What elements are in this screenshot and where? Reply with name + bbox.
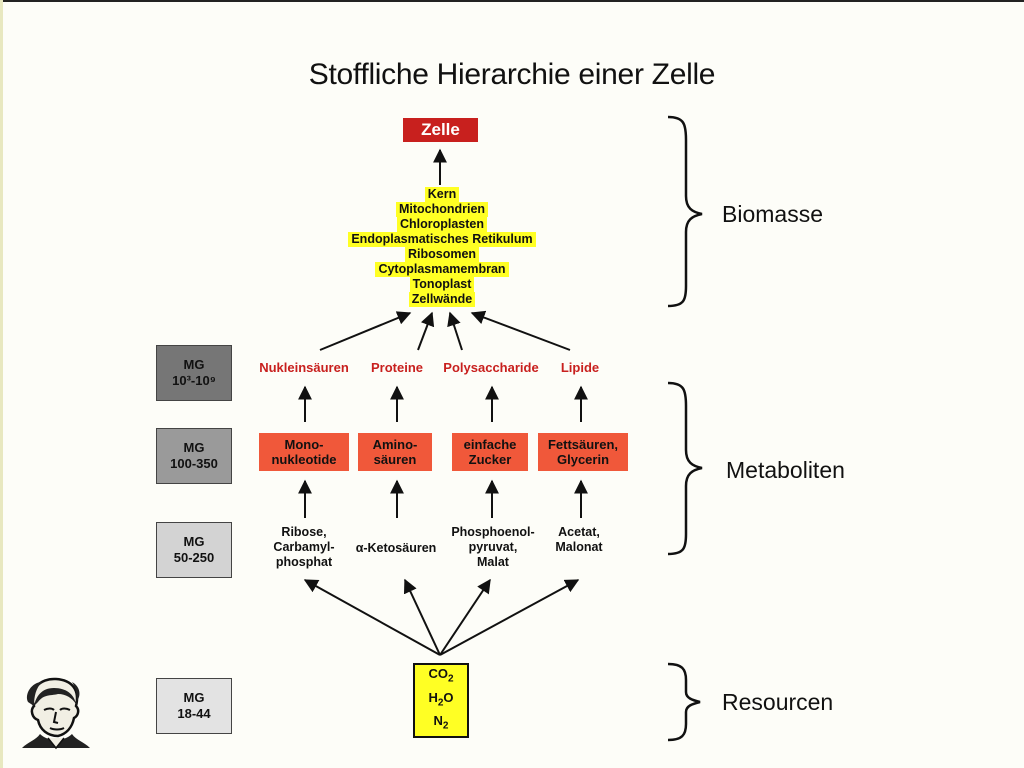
resources-box: CO2 H2O N2 [413, 663, 469, 738]
precursor-line: Malat [477, 555, 509, 569]
mg-label: MG [183, 357, 205, 372]
precursor-line: Carbamyl- [273, 540, 335, 554]
mg-box-resources: MG 18-44 [156, 678, 232, 734]
organelle-item: Endoplasmatisches Retikulum [348, 232, 536, 247]
monomer-line: säuren [373, 452, 417, 467]
precursor-ribose: Ribose, Carbamyl- phosphat [255, 525, 353, 570]
diagram-title: Stoffliche Hierarchie einer Zelle [308, 58, 716, 91]
formula-co2: CO2 [428, 666, 454, 685]
monomer-aminosaeuren: Amino- säuren [358, 433, 432, 471]
monomer-line: Glycerin [556, 452, 610, 467]
organelle-item: Chloroplasten [396, 217, 488, 232]
monomer-line: Amino- [372, 437, 418, 452]
mg-range: 50-250 [173, 550, 215, 565]
precursor-line: Ribose, [281, 525, 327, 539]
zelle-box: Zelle [403, 118, 478, 142]
mg-label: MG [183, 534, 205, 549]
precursor-line: Acetat, [558, 525, 600, 539]
left-edge [0, 0, 3, 768]
organelle-item: Mitochondrien [395, 202, 489, 217]
bracket-biomasse [667, 115, 703, 308]
macro-nukleinsaeuren: Nukleinsäuren [259, 360, 349, 375]
bracket-metaboliten [667, 381, 703, 556]
arrow-res-2 [403, 578, 441, 656]
monomer-line: Zucker [468, 452, 512, 467]
precursor-line: Phosphoenol- [451, 525, 535, 539]
precursor-line: α-Ketosäuren [355, 541, 437, 555]
arrow-res-3 [439, 578, 491, 656]
mg-label: MG [183, 440, 205, 455]
monomer-mononukleotide: Mono- nukleotide [259, 433, 349, 471]
macro-lipide: Lipide [560, 360, 600, 375]
precursor-line: Malonat [555, 540, 603, 554]
goethe-portrait-logo [22, 677, 90, 750]
arrow-macro-4 [470, 310, 571, 351]
macro-polysaccharide: Polysaccharide [443, 360, 539, 375]
mg-box-monomers: MG 100-350 [156, 428, 232, 484]
precursor-line: phosphat [275, 555, 333, 569]
mg-box-precursors: MG 50-250 [156, 522, 232, 578]
arrow-macro-1 [319, 311, 412, 351]
arrow-macro-3 [447, 311, 463, 351]
monomer-zucker: einfache Zucker [452, 433, 528, 471]
label-metaboliten: Metaboliten [726, 457, 845, 483]
monomer-line: Mono- [284, 437, 324, 452]
formula-h2o: H2O [428, 689, 454, 709]
organelle-item: Tonoplast [409, 277, 475, 292]
mg-range: 10³-10⁹ [172, 373, 216, 388]
formula-n2: N2 [433, 713, 449, 732]
monomer-fettsaeuren: Fettsäuren, Glycerin [538, 433, 628, 471]
mg-box-macromolecules: MG 10³-10⁹ [156, 345, 232, 401]
top-border [0, 0, 1024, 2]
monomer-line: nukleotide [271, 452, 337, 467]
precursor-line: pyruvat, [468, 540, 518, 554]
monomer-line: einfache [463, 437, 517, 452]
monomer-line: Fettsäuren, [547, 437, 619, 452]
organelle-item: Kern [424, 187, 460, 202]
organelle-item: Ribosomen [404, 247, 480, 262]
mg-label: MG [183, 690, 205, 705]
organelle-list: Kern Mitochondrien Chloroplasten Endopla… [330, 187, 554, 307]
arrow-res-4 [439, 579, 580, 656]
organelle-item: Cytoplasmamembran [375, 262, 509, 277]
bracket-resourcen [667, 662, 701, 742]
organelle-item: Zellwände [408, 292, 476, 307]
precursor-acetat: Acetat, Malonat [544, 525, 614, 555]
mg-range: 18-44 [177, 706, 211, 721]
precursor-phosphoenolpyruvat: Phosphoenol- pyruvat, Malat [440, 525, 546, 570]
precursor-ketosaeuren: α-Ketosäuren [346, 541, 446, 556]
macro-proteine: Proteine [370, 360, 423, 375]
arrow-res-1 [303, 579, 441, 656]
mg-range: 100-350 [170, 456, 218, 471]
label-resourcen: Resourcen [722, 689, 834, 715]
arrow-macro-2 [417, 311, 435, 351]
label-biomasse: Biomasse [722, 201, 823, 227]
